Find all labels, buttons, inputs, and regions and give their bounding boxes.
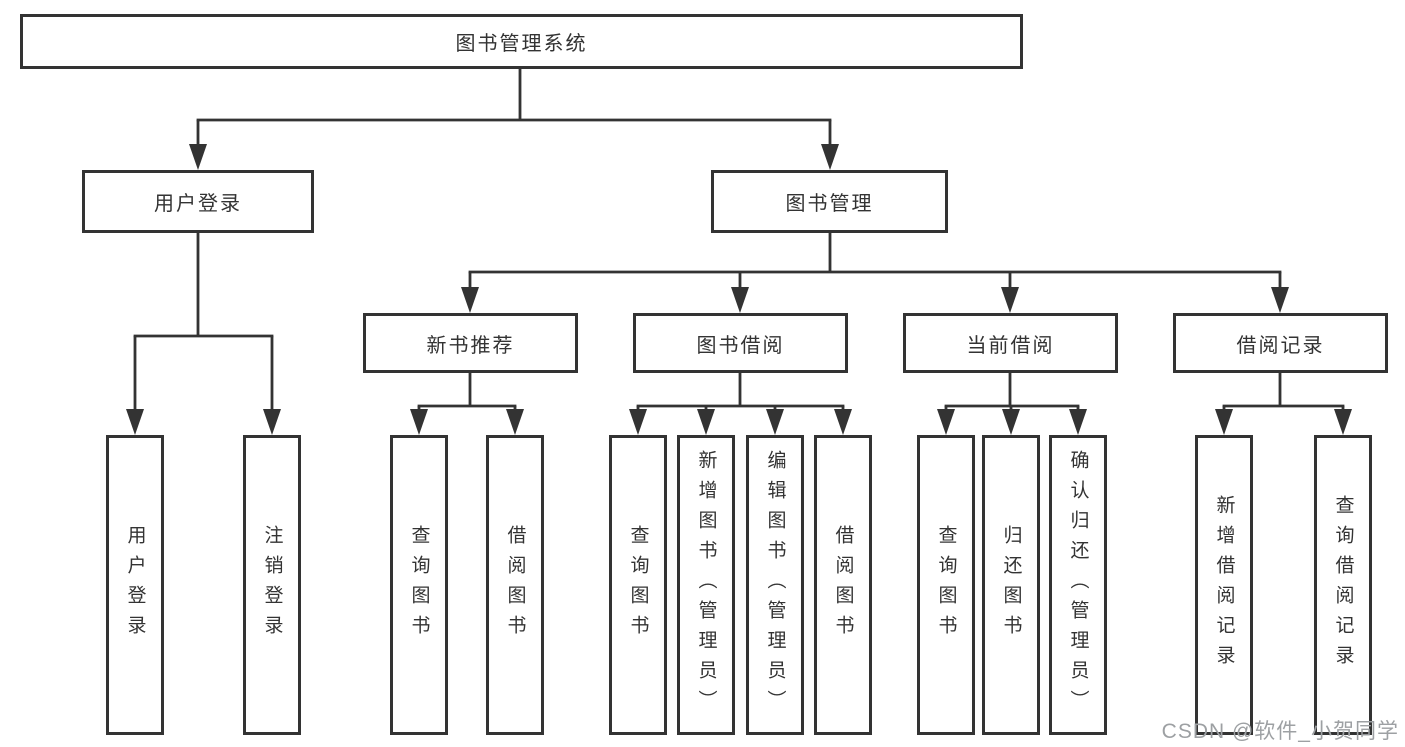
- node-borrowing-records: 借阅记录: [1173, 313, 1388, 373]
- node-label: 编辑图书（管理员）: [764, 450, 786, 720]
- node-label: 注销登录: [261, 525, 283, 645]
- node-label: 确认归还（管理员）: [1067, 450, 1089, 720]
- node-label: 借阅图书: [832, 525, 854, 645]
- node-label: 图书借阅: [696, 334, 785, 357]
- csdn-watermark: CSDN @软件_小贺同学: [1161, 720, 1399, 743]
- leaf-query-books-borrowing: 查询图书: [609, 435, 667, 735]
- node-label: 借阅图书: [504, 525, 526, 645]
- leaf-query-books-current: 查询图书: [917, 435, 975, 735]
- leaf-borrow-books-recommend: 借阅图书: [486, 435, 544, 735]
- node-label: 图书管理系统: [455, 33, 588, 55]
- leaf-add-borrow-record: 新增借阅记录: [1195, 435, 1253, 735]
- leaf-return-book: 归还图书: [982, 435, 1040, 735]
- node-label: 借阅记录: [1236, 334, 1325, 357]
- leaf-query-borrow-record: 查询借阅记录: [1314, 435, 1372, 735]
- leaf-confirm-return-admin: 确认归还（管理员）: [1049, 435, 1107, 735]
- node-label: 新增图书（管理员）: [695, 450, 717, 720]
- node-label: 新书推荐: [426, 334, 515, 357]
- node-label: 查询图书: [408, 525, 430, 645]
- node-label: 用户登录: [154, 193, 242, 215]
- leaf-user-login: 用户登录: [106, 435, 164, 735]
- node-label: 查询图书: [627, 525, 649, 645]
- node-current-borrowing: 当前借阅: [903, 313, 1118, 373]
- leaf-edit-book-admin: 编辑图书（管理员）: [746, 435, 804, 735]
- leaf-add-book-admin: 新增图书（管理员）: [677, 435, 735, 735]
- node-label: 归还图书: [1000, 525, 1022, 645]
- node-label: 查询借阅记录: [1332, 495, 1354, 675]
- node-label: 查询图书: [935, 525, 957, 645]
- node-label: 用户登录: [124, 525, 146, 645]
- node-new-book-recommendation: 新书推荐: [363, 313, 578, 373]
- node-label: 图书管理: [785, 193, 874, 215]
- node-label: 当前借阅: [966, 334, 1055, 357]
- leaf-logout: 注销登录: [243, 435, 301, 735]
- node-label: 新增借阅记录: [1213, 495, 1235, 675]
- leaf-borrow-books-borrowing: 借阅图书: [814, 435, 872, 735]
- node-book-borrowing: 图书借阅: [633, 313, 848, 373]
- node-user-login-branch: 用户登录: [82, 170, 314, 233]
- leaf-query-books-recommend: 查询图书: [390, 435, 448, 735]
- node-library-management-system: 图书管理系统: [20, 14, 1023, 69]
- node-book-management-branch: 图书管理: [711, 170, 948, 233]
